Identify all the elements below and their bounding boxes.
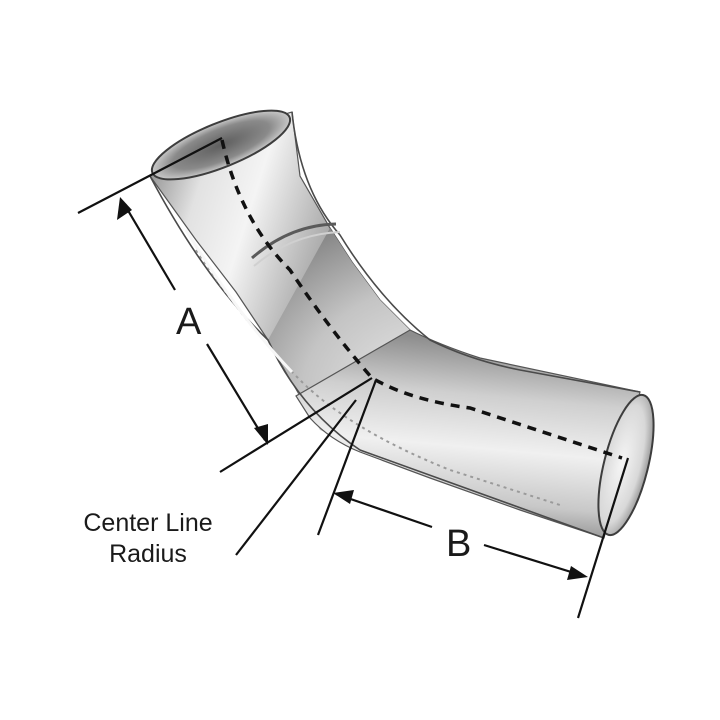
dimension-a-arrow-upper [122, 201, 176, 291]
center-line-radius-leaders [219, 377, 378, 556]
dimension-b: B [333, 457, 630, 619]
dimension-a: A [77, 137, 268, 445]
pipe-top-opening [150, 109, 292, 181]
dimension-b-arrowhead-right [567, 566, 588, 580]
dimension-a-arrow-lower [206, 343, 266, 441]
dimension-a-label: A [176, 301, 202, 343]
radius-leader-3 [316, 379, 378, 536]
radius-leader-1 [219, 377, 373, 473]
dimension-a-extension-line [77, 137, 223, 214]
pipe-elbow [149, 109, 655, 539]
dimension-a-arrowhead-bottom [254, 424, 268, 445]
dimension-b-arrow-left [335, 492, 433, 529]
dimension-a-arrowhead-top [117, 197, 132, 220]
center-line-radius-label-line2: Radius [109, 540, 187, 568]
center-line-dashed [220, 139, 623, 460]
pipe-slip-ring [251, 222, 337, 260]
radius-leader-2 [235, 399, 357, 556]
dimension-b-arrowhead-left [333, 490, 354, 504]
dimension-b-extension-line [576, 457, 630, 619]
dimension-b-label: B [446, 523, 471, 565]
dimension-b-arrow-right [483, 543, 585, 578]
center-line-radius-label-line1: Center Line [83, 509, 212, 537]
